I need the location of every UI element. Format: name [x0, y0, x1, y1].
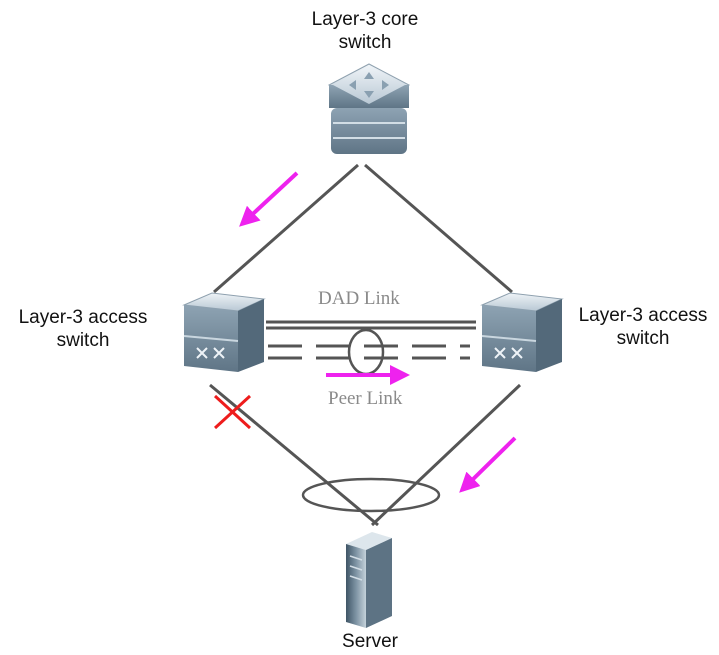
left-access-switch-label-line2: switch — [56, 330, 110, 351]
link-failure-x-icon — [213, 394, 252, 430]
left-access-switch-label: Layer-3 access switch — [8, 306, 158, 352]
peer-link — [268, 344, 470, 360]
dad-link — [266, 320, 476, 330]
traffic-arrow-left-icon — [239, 171, 299, 227]
uplink-right — [364, 163, 513, 294]
uplink-left — [213, 163, 359, 294]
right-access-switch-label: Layer-3 access switch — [568, 304, 718, 350]
right-access-switch-label-line1: Layer-3 access — [578, 305, 708, 326]
left-access-switch-label-line1: Layer-3 access — [18, 307, 148, 328]
core-switch-icon[interactable] — [327, 63, 411, 154]
right-access-switch-label-line2: switch — [616, 328, 670, 349]
dad-link-label: DAD Link — [318, 288, 400, 309]
peer-link-aggregation-ellipse — [347, 328, 385, 376]
downlink-right — [370, 383, 522, 527]
right-access-switch-icon[interactable] — [480, 292, 564, 372]
core-switch-label-line2: switch — [338, 32, 392, 53]
server-label: Server — [342, 631, 398, 652]
left-access-switch-icon[interactable] — [182, 292, 266, 372]
core-switch-label: Layer-3 core switch — [290, 8, 440, 54]
core-switch-label-line1: Layer-3 core — [311, 9, 419, 30]
server-icon[interactable] — [346, 532, 392, 628]
server-link-aggregation-ellipse — [301, 477, 441, 513]
traffic-arrow-right-icon — [459, 436, 517, 493]
peer-link-label: Peer Link — [328, 388, 403, 409]
